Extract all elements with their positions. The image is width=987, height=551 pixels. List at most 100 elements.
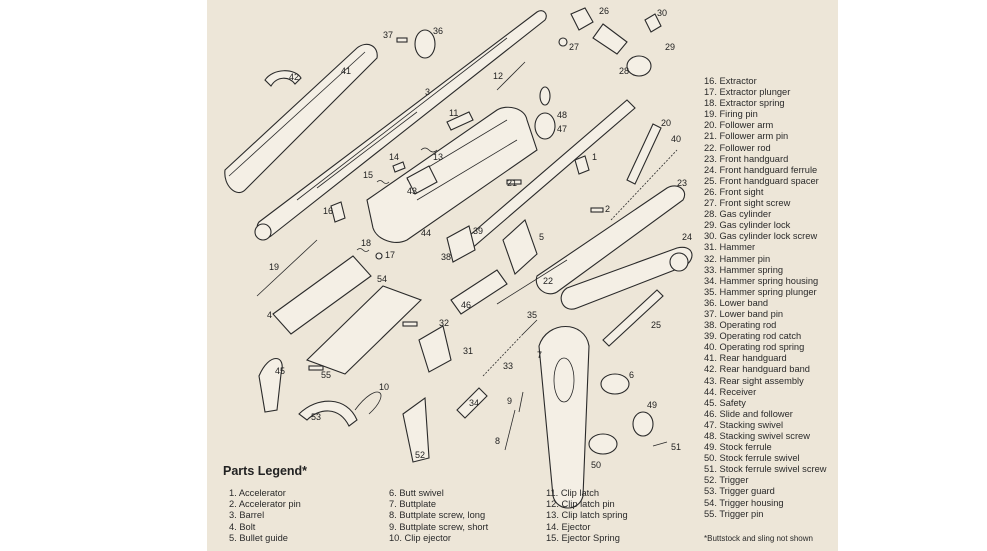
legend-item: 51. Stock ferrule swivel screw	[704, 464, 827, 475]
callout-4: 4	[267, 310, 272, 320]
legend-item: 24. Front handguard ferrule	[704, 164, 818, 175]
legend-footnote: *Buttstock and sling not shown	[704, 534, 813, 543]
callout-16: 16	[323, 206, 333, 216]
legend-item: 47. Stacking swivel	[704, 419, 784, 430]
part-hammer	[418, 325, 452, 373]
part-rear-sight-assembly	[406, 165, 438, 195]
part-hammer-spring-plunger	[522, 319, 538, 335]
part-stock-ferrule-swivel	[588, 433, 618, 455]
callout-36: 36	[433, 26, 443, 36]
callout-2: 2	[605, 204, 610, 214]
callout-13: 13	[433, 152, 443, 162]
callout-41: 41	[341, 66, 351, 76]
part-stock-ferrule	[632, 411, 654, 437]
callout-7: 7	[537, 350, 542, 360]
callout-46: 46	[461, 300, 471, 310]
callout-22: 22	[543, 276, 553, 286]
part-firing-pin	[256, 239, 318, 297]
exploded-parts-diagram: 1 2 3 4 5 6 7 8 9 10 11 12 13 14 15 16 1…	[224, 6, 693, 509]
callout-6: 6	[629, 370, 634, 380]
part-trigger-housing	[305, 285, 423, 375]
legend-item: 38. Operating rod	[704, 320, 777, 331]
legend-item: 6. Butt swivel	[389, 488, 444, 498]
legend-item: 14. Ejector	[546, 521, 591, 532]
legend-item: 35. Hammer spring plunger	[704, 286, 817, 297]
callout-10: 10	[379, 382, 389, 392]
callout-43: 43	[407, 186, 417, 196]
part-clip-latch-spring	[420, 147, 438, 153]
legend-item: 28. Gas cylinder	[704, 209, 772, 220]
legend-item: 50. Stock ferrule swivel	[704, 453, 800, 464]
part-buttplate-screw-short	[518, 391, 524, 413]
callout-39: 39	[473, 226, 483, 236]
legend-item: 11. Clip latch	[546, 488, 600, 498]
callout-51: 51	[671, 442, 681, 452]
callout-38: 38	[441, 252, 451, 262]
part-receiver	[366, 106, 538, 243]
callout-37: 37	[383, 30, 393, 40]
legend-item: 5. Bullet guide	[229, 532, 288, 543]
legend-item: 41. Rear handguard	[704, 353, 787, 364]
part-slide-and-follower	[450, 269, 508, 315]
part-gas-cylinder	[592, 23, 628, 55]
part-accelerator-pin	[590, 207, 604, 213]
legend-item: 46. Slide and follower	[704, 408, 793, 419]
callout-8: 8	[495, 436, 500, 446]
legend-item: 18. Extractor spring	[704, 98, 785, 109]
legend-item: 19. Firing pin	[704, 109, 758, 120]
callout-29: 29	[665, 42, 675, 52]
callout-49: 49	[647, 400, 657, 410]
part-safety	[258, 358, 283, 413]
legend-item: 36. Lower band	[704, 297, 769, 308]
legend-title: Parts Legend*	[223, 464, 308, 478]
callout-23: 23	[677, 178, 687, 188]
legend-item: 32. Hammer pin	[704, 253, 771, 264]
legend-item: 23. Front handguard	[704, 153, 789, 164]
legend-item: 1. Accelerator	[229, 488, 286, 498]
callout-44: 44	[421, 228, 431, 238]
part-front-sight	[570, 7, 594, 31]
legend-item: 40. Operating rod spring	[704, 342, 805, 353]
legend-column-2: 6. Butt swivel 7. Buttplate 8. Buttplate…	[389, 488, 488, 544]
part-rear-handguard-band	[264, 70, 302, 87]
legend-item: 16. Extractor	[704, 76, 757, 86]
legend-item: 12. Clip latch pin	[546, 499, 615, 510]
legend-item: 4. Bolt	[229, 521, 256, 532]
callout-40: 40	[671, 134, 681, 144]
part-follower-arm	[626, 123, 662, 185]
callout-20: 20	[661, 118, 671, 128]
part-trigger-pin	[308, 365, 324, 371]
callout-32: 32	[439, 318, 449, 328]
legend-item: 33. Hammer spring	[704, 264, 784, 275]
callout-1: 1	[592, 152, 597, 162]
callout-48: 48	[557, 110, 567, 120]
legend-item: 48. Stacking swivel screw	[704, 431, 810, 441]
part-follower-rod	[496, 259, 568, 305]
legend-item: 20. Follower arm	[704, 120, 774, 131]
part-gas-cylinder-lock	[626, 55, 652, 77]
part-front-sight-screw	[558, 37, 568, 47]
legend-item: 30. Gas cylinder lock screw	[704, 231, 818, 242]
callout-3: 3	[425, 87, 430, 97]
legend-item: 34. Hammer spring housing	[704, 275, 819, 286]
part-clip-latch	[446, 111, 474, 131]
part-gas-cylinder-lock-screw	[644, 13, 662, 33]
legend-item: 21. Follower arm pin	[704, 131, 789, 142]
legend-item: 54. Trigger housing	[704, 497, 784, 508]
part-bolt	[272, 255, 372, 335]
part-extractor	[330, 201, 346, 223]
part-hammer-spring-housing	[456, 387, 488, 419]
part-butt-swivel	[600, 373, 630, 395]
legend-item: 25. Front handguard spacer	[704, 175, 819, 186]
callout-50: 50	[591, 460, 601, 470]
legend-item: 52. Trigger	[704, 475, 749, 486]
legend-item: 8. Buttplate screw, long	[389, 510, 486, 521]
part-rear-handguard	[224, 43, 378, 194]
legend-item: 44. Receiver	[704, 386, 757, 397]
callout-18: 18	[361, 238, 371, 248]
callout-28: 28	[619, 66, 629, 76]
legend-item: 13. Clip latch spring	[546, 510, 628, 521]
legend-item: 7. Buttplate	[389, 499, 437, 510]
callout-42: 42	[289, 72, 299, 82]
callout-14: 14	[389, 152, 399, 162]
